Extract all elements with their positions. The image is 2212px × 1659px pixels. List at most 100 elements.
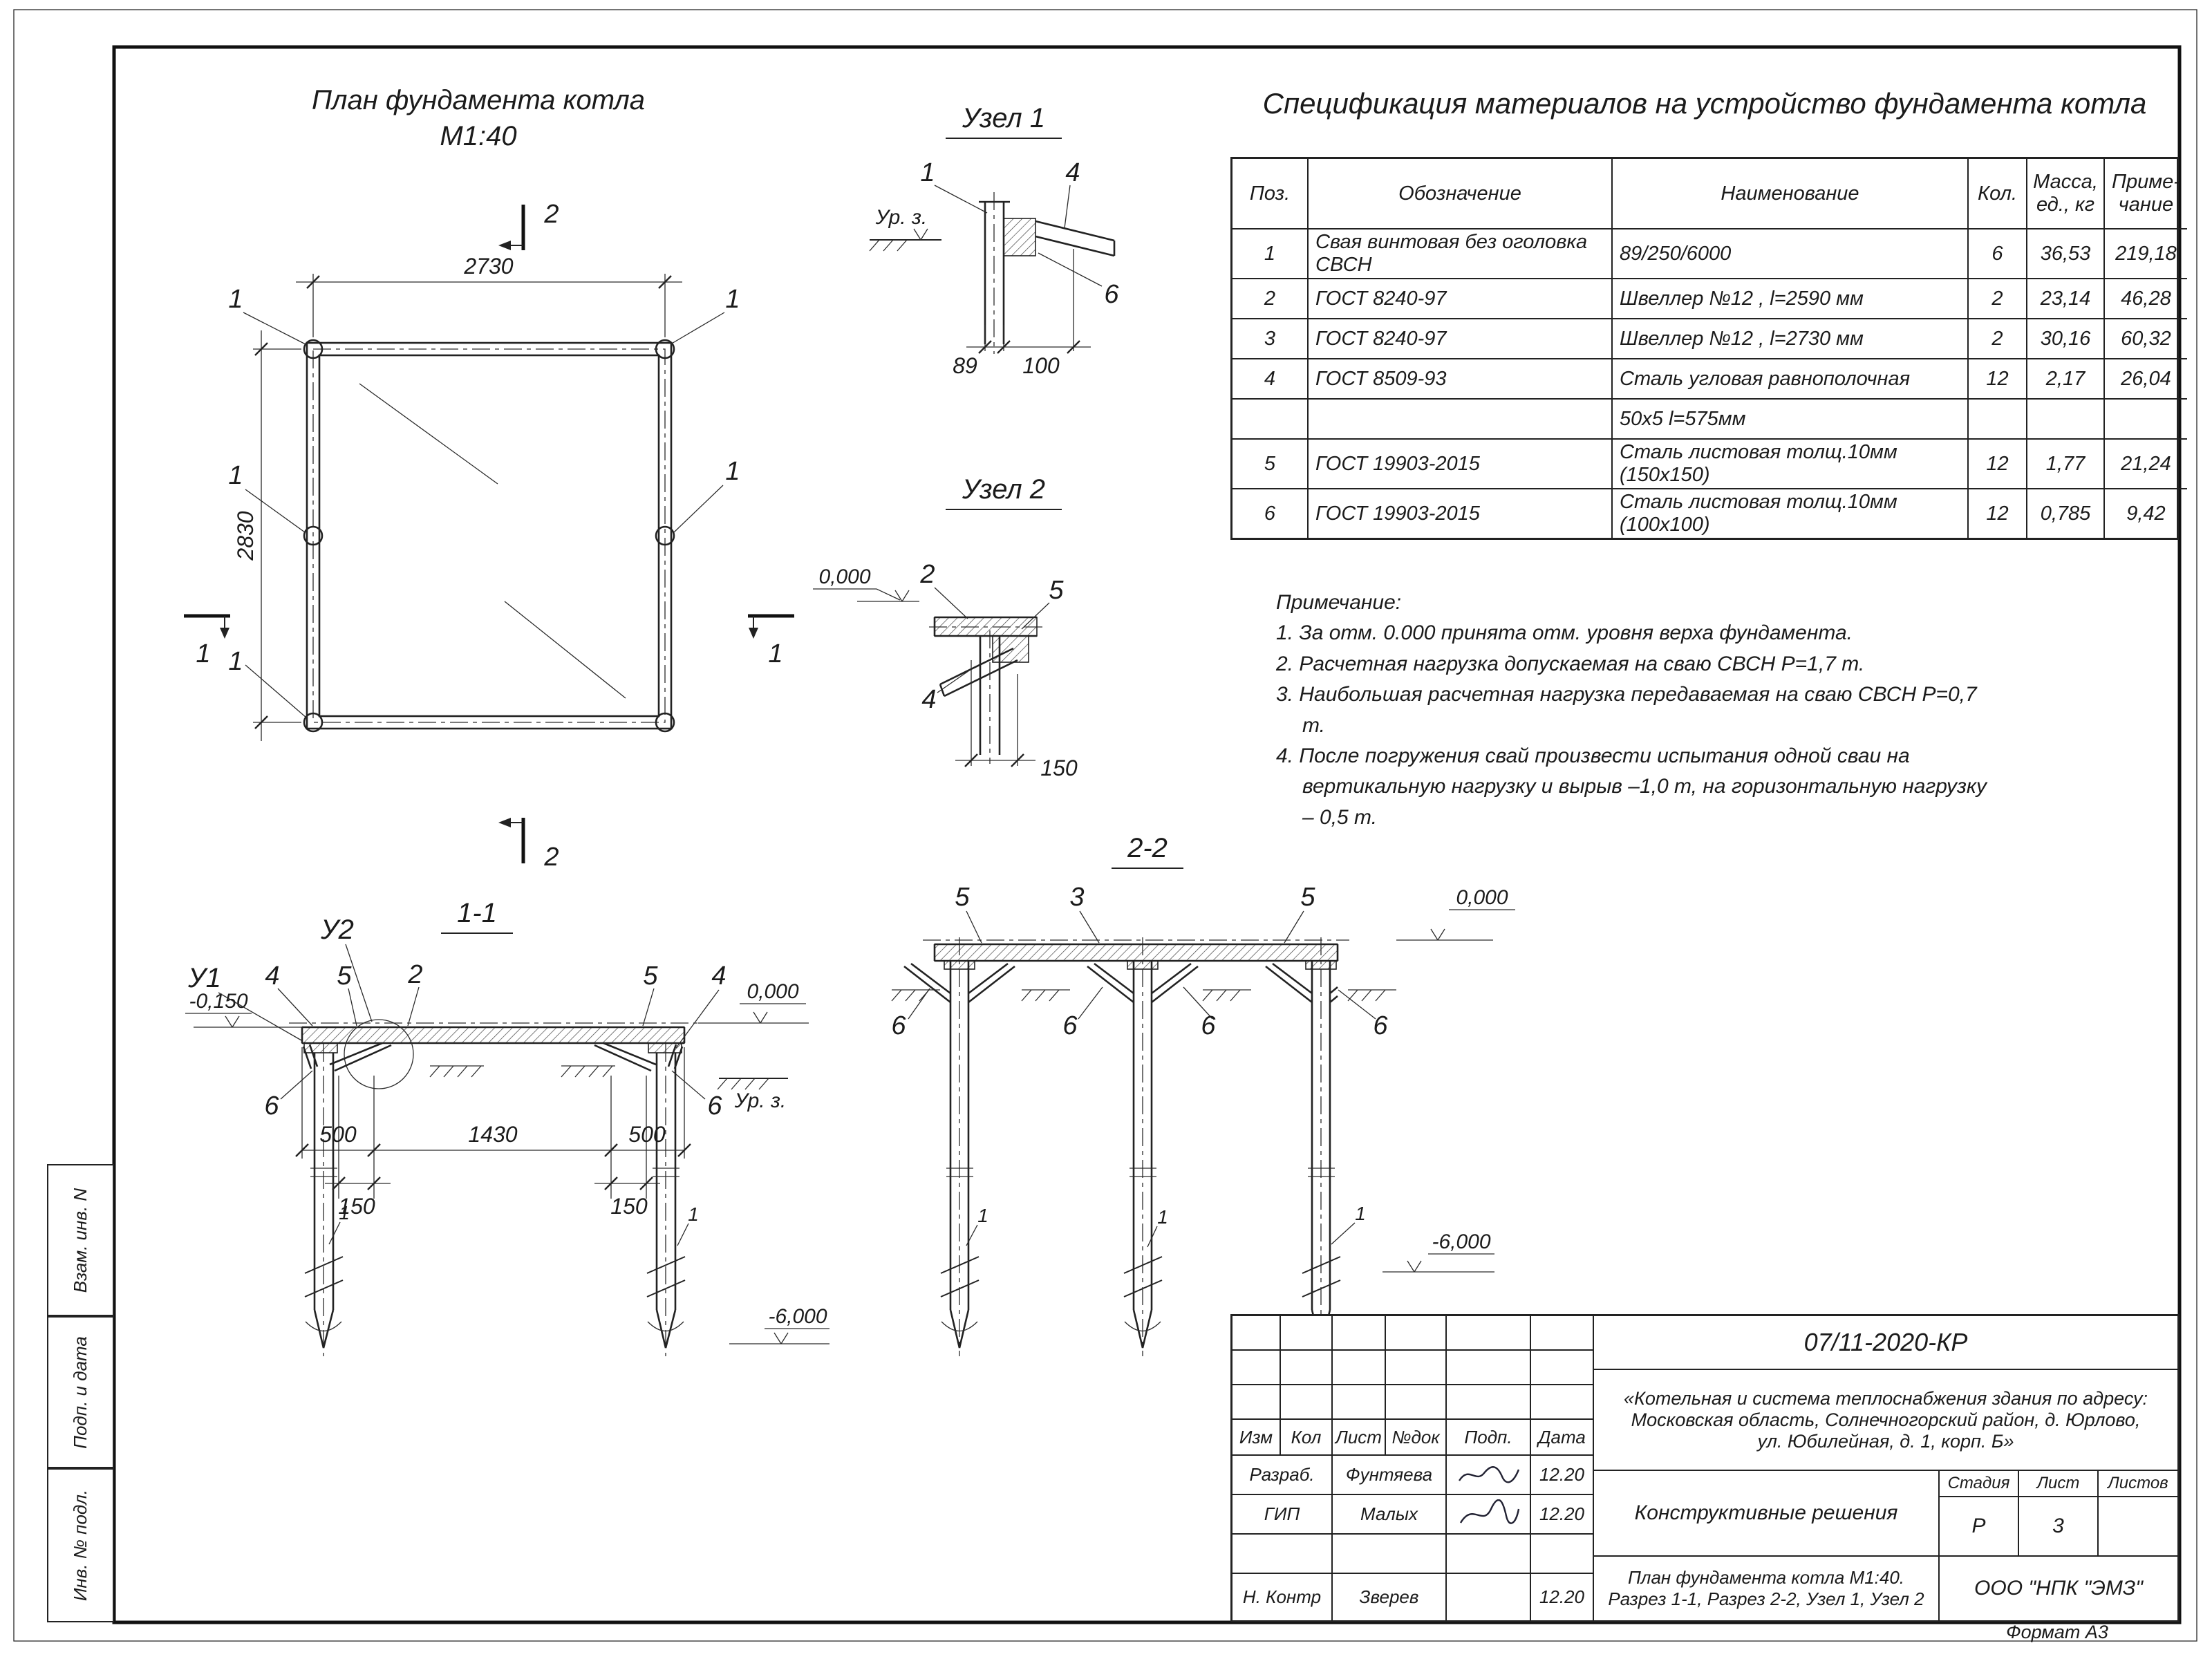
table-cell: [1969, 400, 2027, 440]
table-cell: 36,53: [2027, 229, 2105, 279]
plan-section-mark-2: 2 2: [498, 200, 559, 872]
col-header-data: Дата: [1531, 1420, 1594, 1456]
table-cell: Сталь листовая толщ.10мм (100х100): [1613, 489, 1969, 538]
table-cell: Сталь угловая равнополочная: [1613, 359, 1969, 400]
table-cell: 30,16: [2027, 319, 2105, 359]
svg-text:500: 500: [319, 1122, 357, 1147]
table-cell: 60,32: [2105, 319, 2187, 359]
doc-number: 07/11-2020-КР: [1594, 1316, 2177, 1370]
table-cell: [2105, 400, 2187, 440]
svg-text:0,000: 0,000: [818, 565, 870, 588]
section11-title: 1-1: [457, 898, 497, 928]
person-name: Малых: [1333, 1495, 1447, 1535]
svg-text:1: 1: [1157, 1206, 1168, 1228]
node2-level-zero: 0,000: [813, 565, 919, 602]
svg-text:Ур. з.: Ур. з.: [734, 1089, 786, 1112]
sheets-value: [2099, 1497, 2177, 1557]
plan-scale: М1:40: [440, 121, 516, 151]
col-header-kol: Кол: [1281, 1420, 1333, 1456]
spec-header-mass: Масса, ед., кг: [2027, 159, 2105, 229]
table-cell: 12: [1969, 489, 2027, 538]
plan-pile-callouts: 1 1 1 1 1: [228, 285, 740, 718]
section22-pile-2: [1087, 937, 1199, 1356]
svg-text:4: 4: [711, 962, 726, 991]
svg-text:5: 5: [337, 962, 352, 991]
table-cell: Швеллер №12 , l=2730 мм: [1613, 319, 1969, 359]
col-header-podp: Подп.: [1447, 1420, 1531, 1456]
node1-detail: Узел 1 1 4 6 Ур. з.: [869, 103, 1119, 378]
table-cell: 2,17: [2027, 359, 2105, 400]
note-item: 1. За отм. 0.000 принята отм. уровня вер…: [1276, 621, 1853, 645]
spec-header-designation: Обозначение: [1309, 159, 1613, 229]
revision-cell: [1531, 1351, 1594, 1385]
svg-text:2: 2: [919, 560, 935, 589]
table-cell: 50х5 l=575мм: [1613, 400, 1969, 440]
svg-text:-0,150: -0,150: [189, 990, 247, 1013]
svg-text:1: 1: [977, 1205, 988, 1226]
section11-pile-right: [646, 1044, 686, 1356]
plan-dim-width: 2730: [296, 254, 682, 337]
section11-dims: 500 1430 500 150 150: [295, 1047, 691, 1219]
revision-cell: [1447, 1351, 1531, 1385]
drawing-title: План фундамента котла М1:40. Разрез 1-1,…: [1594, 1557, 1940, 1620]
section22-title: 2-2: [1127, 833, 1168, 863]
company-name: ООО "НПК "ЭМЗ": [1974, 1577, 2143, 1600]
signature-cell: [1447, 1535, 1531, 1574]
svg-text:2: 2: [543, 200, 559, 229]
section11-ground-hatch: [429, 1065, 615, 1078]
svg-text:6: 6: [1201, 1011, 1216, 1040]
spec-table-title: Спецификация материалов на устройство фу…: [1262, 87, 2147, 120]
svg-text:1: 1: [228, 647, 243, 676]
revision-cell: [1447, 1316, 1531, 1351]
svg-text:2: 2: [407, 960, 422, 989]
sign-date: 12.20: [1531, 1456, 1594, 1495]
revision-cell: [1333, 1385, 1386, 1420]
revision-cell: [1386, 1316, 1447, 1351]
revision-cell: [1531, 1316, 1594, 1351]
svg-text:-6,000: -6,000: [768, 1305, 827, 1328]
table-cell: 0,785: [2027, 489, 2105, 538]
table-cell: [1232, 400, 1309, 440]
section-2-2: 2-2 5 3 5 0,000: [891, 833, 1515, 1356]
svg-text:2830: 2830: [233, 511, 258, 561]
plan-dim-height: 2830: [233, 330, 301, 741]
section11-ground-level: Ур. з.: [717, 1078, 788, 1112]
section11-level-top: -0,150: [185, 990, 302, 1028]
svg-text:6: 6: [891, 1011, 906, 1040]
format-label: Формат А3: [2006, 1622, 2108, 1642]
svg-text:1: 1: [196, 639, 210, 668]
svg-text:6: 6: [707, 1091, 722, 1121]
svg-text:150: 150: [1040, 756, 1078, 780]
svg-text:500: 500: [628, 1122, 666, 1147]
table-cell: 3: [1232, 319, 1309, 359]
table-cell: 6: [1969, 229, 2027, 279]
section-1-1: 1-1 -0,150 0,000 У1 У2: [185, 898, 830, 1356]
svg-text:-6,000: -6,000: [1432, 1230, 1490, 1253]
svg-text:2: 2: [543, 843, 559, 872]
sign-date: 12.20: [1531, 1495, 1594, 1535]
sheet-frame: [13, 9, 2197, 1642]
role-label: Н. Контр: [1232, 1574, 1333, 1620]
svg-text:1: 1: [339, 1202, 350, 1224]
role-label: ГИП: [1232, 1495, 1333, 1535]
note-item: 3. Наибольшая расчетная нагрузка передав…: [1276, 683, 1977, 737]
revision-cell: [1386, 1351, 1447, 1385]
table-cell: 46,28: [2105, 279, 2187, 319]
section22-level-zero: 0,000: [1396, 886, 1515, 941]
sign-date: [1531, 1535, 1594, 1574]
table-cell: [2027, 400, 2105, 440]
label-u2: У2: [320, 915, 354, 945]
section22-level-bottom: -6,000: [1382, 1230, 1494, 1273]
svg-text:6: 6: [264, 1091, 279, 1121]
signature-funtyaeva: [1447, 1456, 1531, 1495]
sheet-value: 3: [2019, 1497, 2099, 1557]
table-cell: 1: [1232, 229, 1309, 279]
revision-cell: [1447, 1385, 1531, 1420]
svg-text:1: 1: [725, 457, 740, 486]
svg-text:1: 1: [688, 1203, 699, 1225]
section11-pile-left: [304, 1044, 344, 1356]
svg-text:1: 1: [920, 158, 935, 187]
spec-header-qty: Кол.: [1969, 159, 2027, 229]
table-cell: ГОСТ 8240-97: [1309, 319, 1613, 359]
plan-title: План фундамента котла: [312, 85, 645, 115]
